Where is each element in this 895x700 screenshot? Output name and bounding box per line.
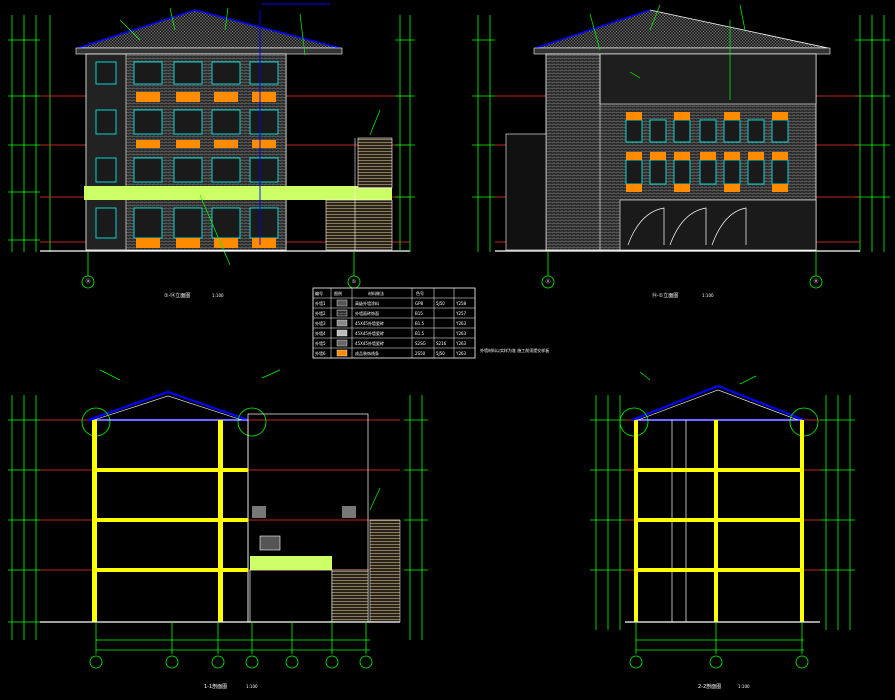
svg-text:Ⓐ: Ⓐ xyxy=(545,278,550,285)
svg-text:45X45外墙瓷砖: 45X45外墙瓷砖 xyxy=(355,330,384,336)
svg-text:Ⓗ: Ⓗ xyxy=(813,278,818,285)
section1-slabs xyxy=(92,420,248,622)
svg-text:外墙1: 外墙1 xyxy=(315,300,326,306)
svg-text:Y263: Y263 xyxy=(455,331,467,336)
section2-title: 2-2剖面图 xyxy=(698,683,721,690)
svg-text:编号: 编号 xyxy=(315,290,323,296)
grid-axis-bubble-icon xyxy=(795,655,809,669)
front-roof xyxy=(77,9,341,49)
grid-axis-bubble-icon xyxy=(541,275,555,289)
detail-callout-circle-icon xyxy=(237,407,267,437)
grid-axis-bubble-icon xyxy=(165,655,179,669)
front-elevation: ⑭ ① ①-⑭立面图 1:100 xyxy=(8,3,415,299)
section2-scale: 1:100 xyxy=(738,684,750,689)
svg-text:45X45外墙瓷砖: 45X45外墙瓷砖 xyxy=(355,340,384,346)
side-elevation: Ⓐ Ⓗ ⑭-①立面图 1:100 xyxy=(472,4,890,299)
legend-row: 外墙1 高级外墙涂料 GP8 5J50 Y258 xyxy=(315,300,467,306)
grid-axis-bubble-icon xyxy=(245,655,259,669)
svg-text:色号: 色号 xyxy=(416,290,424,296)
grid-axis-bubble-icon xyxy=(325,655,339,669)
left-dimension-chain xyxy=(8,15,51,252)
section1-stair xyxy=(331,569,369,623)
legend-row: 外墙4 45X45外墙瓷砖 B1.5 Y263 xyxy=(315,330,467,336)
grid-axis-bubble-icon xyxy=(809,275,823,289)
side-roof xyxy=(535,9,829,49)
grid-axis-bubble-icon xyxy=(81,275,95,289)
front-elevation-title: ①-⑭立面图 xyxy=(164,292,190,299)
svg-text:S2SG: S2SG xyxy=(415,341,426,346)
svg-text:外墙6: 外墙6 xyxy=(315,350,326,356)
front-green-band xyxy=(84,186,392,200)
svg-text:5J50: 5J50 xyxy=(436,351,445,356)
grid-axis-bubble-icon xyxy=(285,655,299,669)
front-windows xyxy=(95,61,279,239)
svg-text:Y263: Y263 xyxy=(455,321,467,326)
svg-text:2S50: 2S50 xyxy=(415,351,426,356)
side-elevation-title: ⑭-①立面图 xyxy=(652,292,678,299)
grid-axis-bubble-icon xyxy=(359,655,373,669)
svg-text:GP8: GP8 xyxy=(415,301,424,306)
front-elevation-scale: 1:100 xyxy=(212,293,224,298)
section2-slabs xyxy=(634,420,804,622)
svg-text:Y258: Y258 xyxy=(455,301,467,306)
svg-text:B1.5: B1.5 xyxy=(415,331,425,336)
side-elevation-scale: 1:100 xyxy=(702,293,714,298)
legend-swatches xyxy=(336,299,348,357)
svg-text:外墙4: 外墙4 xyxy=(315,330,326,336)
svg-text:⑭: ⑭ xyxy=(85,278,90,285)
section1-scale: 1:100 xyxy=(246,684,258,689)
grid-axis-bubble-icon xyxy=(89,655,103,669)
svg-text:45X45外墙瓷砖: 45X45外墙瓷砖 xyxy=(355,320,384,326)
grid-axis-bubble-icon xyxy=(709,655,723,669)
svg-text:图例: 图例 xyxy=(334,290,342,296)
legend-row: 外墙2 外墙面砖饰面 B15 Y257 xyxy=(315,310,467,316)
svg-text:Y263: Y263 xyxy=(455,351,467,356)
front-orange-panels xyxy=(136,92,276,248)
svg-text:①: ① xyxy=(352,279,357,285)
svg-text:B15: B15 xyxy=(415,311,423,316)
svg-text:S216: S216 xyxy=(436,341,447,346)
svg-text:材料做法: 材料做法 xyxy=(368,290,384,296)
legend-note: 外墙材料以实样为准 施工前须提交样板 xyxy=(480,347,549,353)
svg-text:外墙3: 外墙3 xyxy=(315,320,326,326)
legend-row: 外墙6 成品装饰线条 2S50 5J50 Y263 xyxy=(315,350,467,356)
section1-title: 1-1剖面图 xyxy=(204,683,227,690)
section2-roof xyxy=(631,384,805,422)
svg-text:Y257: Y257 xyxy=(455,311,467,316)
legend-row: 外墙3 45X45外墙瓷砖 B1.5 Y263 xyxy=(315,320,467,326)
svg-text:高级外墙涂料: 高级外墙涂料 xyxy=(355,300,379,306)
svg-text:Y263: Y263 xyxy=(455,341,467,346)
grid-axis-bubble-icon xyxy=(211,655,225,669)
svg-text:成品装饰线条: 成品装饰线条 xyxy=(355,350,379,356)
grid-axis-bubble-icon xyxy=(629,655,643,669)
svg-text:外墙面砖饰面: 外墙面砖饰面 xyxy=(355,310,379,316)
section-1-1: 1-1剖面图 1:100 xyxy=(8,369,428,690)
section-2-2: 2-2剖面图 1:100 xyxy=(590,371,855,690)
legend-header-row: 编号 图例 材料做法 色号 xyxy=(315,290,424,296)
svg-text:B1.5: B1.5 xyxy=(415,321,425,326)
legend-row: 外墙5 45X45外墙瓷砖 S2SG S216 Y263 xyxy=(315,340,467,346)
front-stair-block xyxy=(325,199,393,251)
svg-text:5J50: 5J50 xyxy=(436,301,445,306)
svg-text:外墙5: 外墙5 xyxy=(315,340,326,346)
material-legend: 编号 图例 材料做法 色号 外墙1 高级外墙涂料 GP8 5J50 Y258 外… xyxy=(312,287,549,359)
svg-text:外墙2: 外墙2 xyxy=(315,310,326,316)
